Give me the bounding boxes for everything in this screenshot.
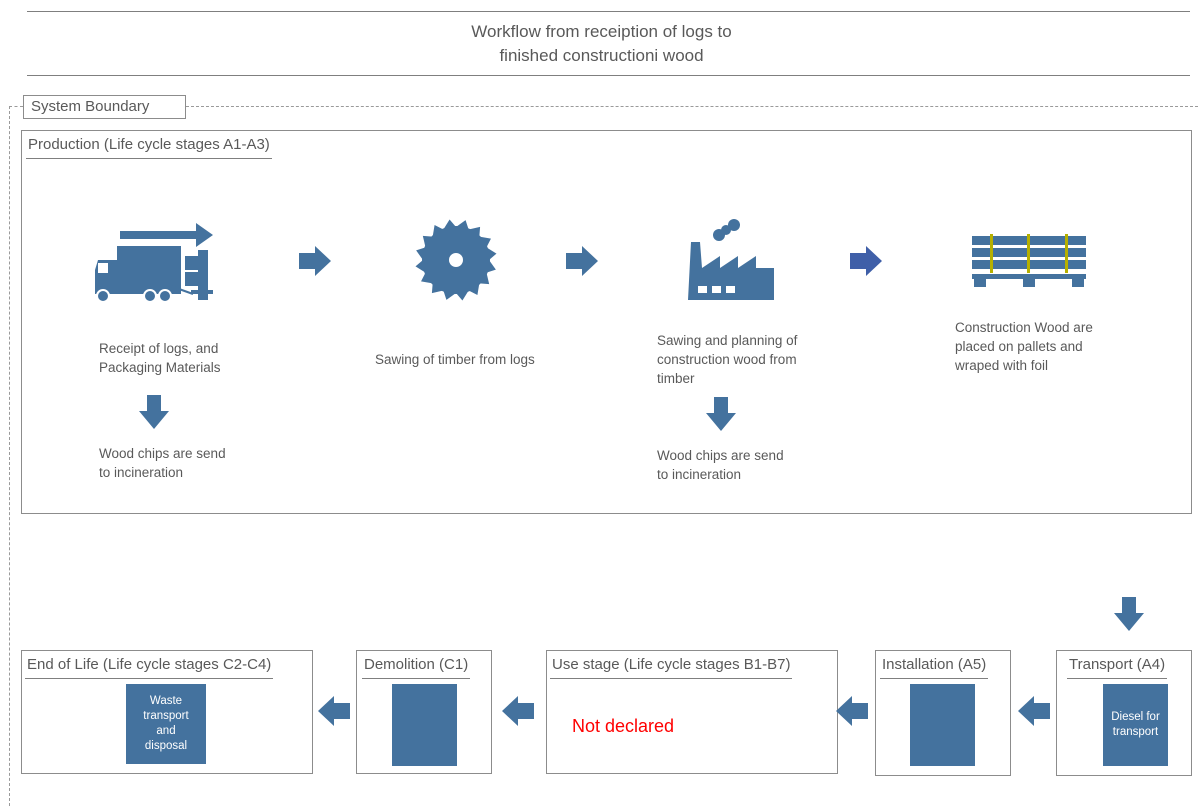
step-receipt-caption-line-1: Receipt of logs, and xyxy=(99,341,219,356)
end-of-life-title: End of Life (Life cycle stages C2-C4) xyxy=(25,655,274,679)
step-receipt-caption: Receipt of logs, and Packaging Materials xyxy=(99,339,221,377)
end-of-life-box-line-2: transport xyxy=(143,710,189,722)
step-receipt-subcaption-line-2: to incineration xyxy=(99,465,184,480)
arrow-right-icon xyxy=(566,246,598,276)
production-panel xyxy=(21,130,1192,514)
demolition-box xyxy=(392,684,457,766)
pallet-icon xyxy=(972,234,1086,287)
step-receipt-subcaption-line-1: Wood chips are send xyxy=(99,446,226,461)
transport-box: Diesel for transport xyxy=(1103,684,1168,766)
step-pallet-caption-line-3: wraped with foil xyxy=(955,358,1049,373)
arrow-down-icon xyxy=(1114,597,1144,631)
arrow-down-icon xyxy=(139,395,169,429)
step-planing-subcaption-line-1: Wood chips are send xyxy=(657,448,784,463)
production-title: Production (Life cycle stages A1-A3) xyxy=(26,135,272,159)
step-planing-subcaption-line-2: to incineration xyxy=(657,467,742,482)
transport-title: Transport (A4) xyxy=(1067,655,1168,679)
use-stage-title: Use stage (Life cycle stages B1-B7) xyxy=(550,655,793,679)
step-planing-caption-line-1: Sawing and planning of xyxy=(657,333,798,348)
system-boundary-label: System Boundary xyxy=(23,95,186,119)
arrow-down-icon xyxy=(706,397,736,431)
arrow-left-icon xyxy=(318,696,350,726)
end-of-life-box-line-3: and xyxy=(156,725,176,737)
arrow-left-icon xyxy=(502,696,534,726)
step-receipt-caption-line-2: Packaging Materials xyxy=(99,360,221,375)
system-boundary-top-left xyxy=(9,106,23,107)
step-pallet-caption-line-1: Construction Wood are xyxy=(955,320,1093,335)
demolition-title: Demolition (C1) xyxy=(362,655,471,679)
step-planing-caption: Sawing and planning of construction wood… xyxy=(657,331,797,388)
end-of-life-box: Waste transport and disposal xyxy=(126,684,206,764)
step-pallet-caption: Construction Wood are placed on pallets … xyxy=(955,318,1093,375)
title-top-rule xyxy=(27,11,1190,12)
installation-box xyxy=(910,684,975,766)
factory-icon xyxy=(688,219,774,300)
transport-box-line-2: transport xyxy=(1112,726,1159,738)
arrow-left-icon xyxy=(836,696,868,726)
step-pallet-caption-line-2: placed on pallets and xyxy=(955,339,1083,354)
system-boundary-top-right xyxy=(186,106,1198,107)
end-of-life-box-line-1: Waste xyxy=(149,695,183,707)
title-line-2: finished constructioni wood xyxy=(499,46,704,65)
system-boundary-left xyxy=(9,106,10,806)
arrow-right-icon xyxy=(850,246,882,276)
installation-title: Installation (A5) xyxy=(880,655,989,679)
truck-icon xyxy=(95,223,213,303)
use-stage-panel xyxy=(546,650,838,774)
transport-box-line-1: Diesel for xyxy=(1111,711,1160,723)
title-bottom-rule xyxy=(27,75,1190,76)
end-of-life-box-line-4: disposal xyxy=(144,740,188,752)
title-line-1: Workflow from receiption of logs to xyxy=(471,22,732,41)
step-planing-caption-line-2: construction wood from xyxy=(657,352,797,367)
arrow-right-icon xyxy=(299,246,331,276)
page-title: Workflow from receiption of logs to fini… xyxy=(0,20,1203,68)
arrow-left-icon xyxy=(1018,696,1050,726)
use-stage-not-declared: Not declared xyxy=(572,716,675,736)
step-sawing-caption-line-1: Sawing of timber from logs xyxy=(375,352,535,367)
step-receipt-subcaption: Wood chips are send to incineration xyxy=(99,444,226,482)
step-planing-caption-line-3: timber xyxy=(657,371,695,386)
step-sawing-caption: Sawing of timber from logs xyxy=(375,350,535,369)
saw-blade-icon xyxy=(415,219,497,301)
step-planing-subcaption: Wood chips are send to incineration xyxy=(657,446,784,484)
